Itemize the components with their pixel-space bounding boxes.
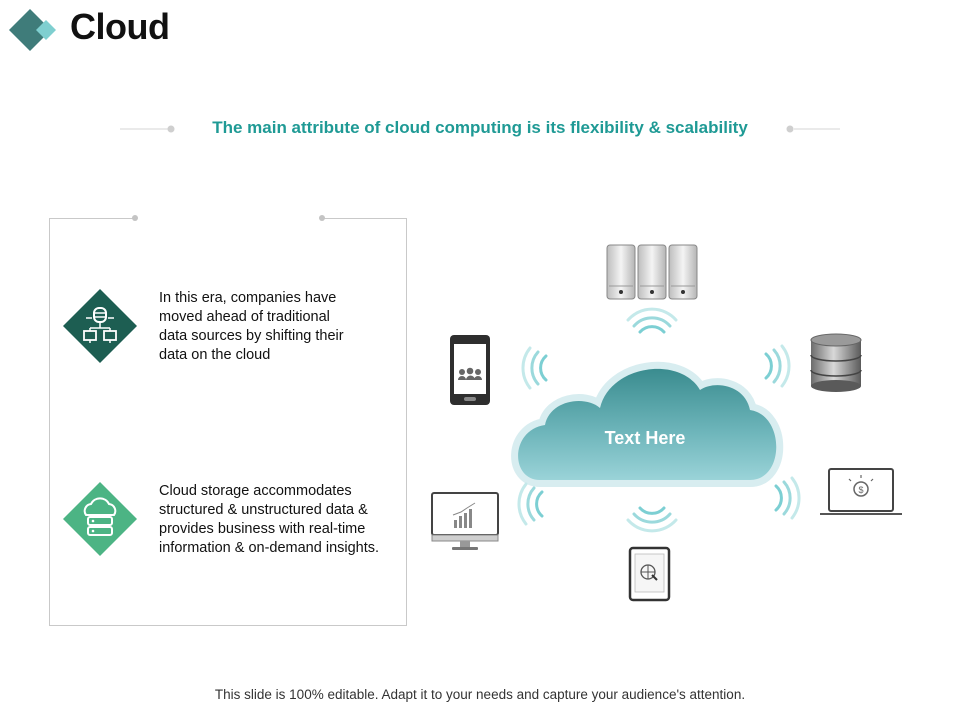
tablet-icon <box>628 546 671 602</box>
laptop-icon: $ <box>820 468 902 515</box>
info-panel <box>49 218 407 626</box>
wifi-signals <box>517 307 801 533</box>
database-icon <box>810 333 862 392</box>
point-2-line-4: information & on-demand insights. <box>159 540 380 556</box>
cloud-diagram: $ <box>431 244 902 602</box>
cloud-shape <box>511 361 784 487</box>
svg-text:$: $ <box>858 485 863 495</box>
footer-note: This slide is 100% editable. Adapt it to… <box>214 687 746 702</box>
point-1-text: In this era, companies have moved ahead … <box>159 289 399 365</box>
point-2-text: Cloud storage accommodates structured & … <box>159 482 404 558</box>
point-1-line-4: data on the cloud <box>159 347 271 363</box>
tagline: The main attribute of cloud computing is… <box>212 118 748 137</box>
point-1-line-1: In this era, companies have <box>159 290 337 306</box>
point-1-line-2: moved ahead of traditional <box>159 309 330 325</box>
point-2-line-2: structured & unstructured data & <box>159 502 368 518</box>
point-1-line-3: data sources by shifting their <box>159 328 344 344</box>
server-rack-icon <box>606 244 698 300</box>
panel-dots <box>132 215 325 221</box>
page-title: Cloud <box>70 6 170 47</box>
point-2-line-1: Cloud storage accommodates <box>159 483 352 499</box>
network-server-icon <box>63 289 137 363</box>
tagline-divider <box>120 125 840 133</box>
cloud-server-icon <box>63 482 137 556</box>
cloud-label: Text Here <box>604 428 686 448</box>
logo-diamond-icon <box>9 9 56 51</box>
point-2-line-3: provides business with real-time <box>159 521 366 537</box>
monitor-icon <box>431 492 499 550</box>
smartphone-icon <box>450 335 490 405</box>
